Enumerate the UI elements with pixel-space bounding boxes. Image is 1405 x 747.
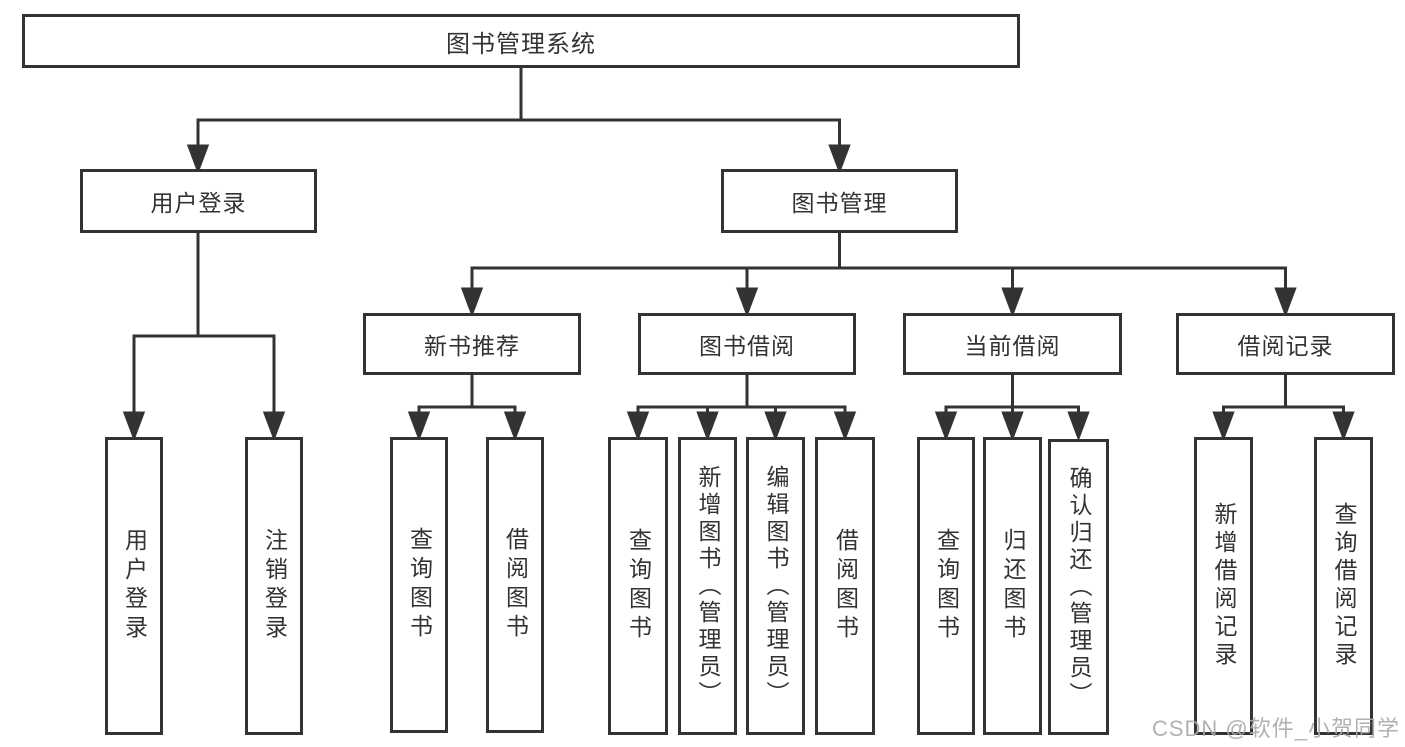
leaf-borrow-book-1: 借阅图书 <box>486 437 544 733</box>
arrowhead <box>1001 287 1024 318</box>
arrowhead <box>503 411 527 442</box>
leaf-borrow-book-1-label: 借阅图书 <box>502 527 529 643</box>
arrowhead <box>833 411 857 442</box>
leaf-borrow-book-2-label: 借阅图书 <box>832 528 859 644</box>
leaf-return-book: 归还图书 <box>983 437 1042 735</box>
leaf-return-book-label: 归还图书 <box>1000 528 1026 644</box>
leaf-logout-label: 注销登录 <box>261 528 288 644</box>
arrowhead <box>828 144 851 175</box>
leaf-user-login-label: 用户登录 <box>121 528 148 644</box>
node-user-login: 用户登录 <box>80 169 317 233</box>
arrowhead <box>1067 411 1090 442</box>
arrowhead <box>1274 287 1297 318</box>
node-current-borrow: 当前借阅 <box>903 313 1122 375</box>
leaf-user-login: 用户登录 <box>105 437 163 735</box>
leaf-query-borrow-record-label: 查询借阅记录 <box>1331 502 1357 670</box>
leaf-add-book-admin: 新增图书（管理员） <box>678 437 737 735</box>
leaf-edit-book-admin-label: 编辑图书（管理员） <box>763 464 789 708</box>
node-book-mgmt-label: 图书管理 <box>791 190 888 216</box>
leaf-logout: 注销登录 <box>245 437 303 735</box>
node-borrow-records: 借阅记录 <box>1176 313 1395 375</box>
node-borrow-records-label: 借阅记录 <box>1237 333 1334 359</box>
node-new-book-rec: 新书推荐 <box>363 313 581 375</box>
leaf-add-book-admin-label: 新增图书（管理员） <box>695 464 721 708</box>
node-new-book-rec-label: 新书推荐 <box>424 333 520 359</box>
arrowhead <box>626 411 650 442</box>
arrowhead <box>186 144 210 175</box>
node-current-borrow-label: 当前借阅 <box>964 333 1061 359</box>
arrowhead <box>1001 411 1024 442</box>
arrowhead <box>460 287 484 318</box>
leaf-add-borrow-record-label: 新增借阅记录 <box>1211 502 1237 670</box>
leaf-borrow-book-2: 借阅图书 <box>815 437 875 735</box>
leaf-confirm-return-admin-label: 确认归还（管理员） <box>1066 465 1092 709</box>
leaf-add-borrow-record: 新增借阅记录 <box>1194 437 1253 735</box>
leaf-query-book-3: 查询图书 <box>917 437 975 735</box>
arrowhead <box>407 411 431 442</box>
node-book-mgmt: 图书管理 <box>721 169 958 233</box>
node-user-login-label: 用户登录 <box>150 190 247 216</box>
arrowhead <box>696 411 719 442</box>
arrowhead <box>735 287 759 318</box>
leaf-edit-book-admin: 编辑图书（管理员） <box>746 437 805 735</box>
node-book-borrow: 图书借阅 <box>638 313 856 375</box>
leaf-query-book-3-label: 查询图书 <box>933 528 960 644</box>
arrowhead <box>122 411 146 442</box>
leaf-query-book-2: 查询图书 <box>608 437 668 735</box>
csdn-watermark: CSDN @软件_小贺同学 <box>1151 716 1400 741</box>
leaf-confirm-return-admin: 确认归还（管理员） <box>1048 439 1109 735</box>
leaf-query-book-2-label: 查询图书 <box>625 528 652 644</box>
node-book-borrow-label: 图书借阅 <box>699 333 795 359</box>
leaf-query-borrow-record: 查询借阅记录 <box>1314 437 1373 735</box>
arrowhead <box>764 411 787 442</box>
node-root: 图书管理系统 <box>22 14 1020 68</box>
arrowhead <box>1332 411 1355 442</box>
leaf-query-book-1-label: 查询图书 <box>406 527 433 643</box>
arrowhead <box>934 411 958 442</box>
node-root-label: 图书管理系统 <box>446 30 596 58</box>
arrowhead <box>1212 411 1235 442</box>
leaf-query-book-1: 查询图书 <box>390 437 448 733</box>
arrowhead <box>262 411 286 442</box>
